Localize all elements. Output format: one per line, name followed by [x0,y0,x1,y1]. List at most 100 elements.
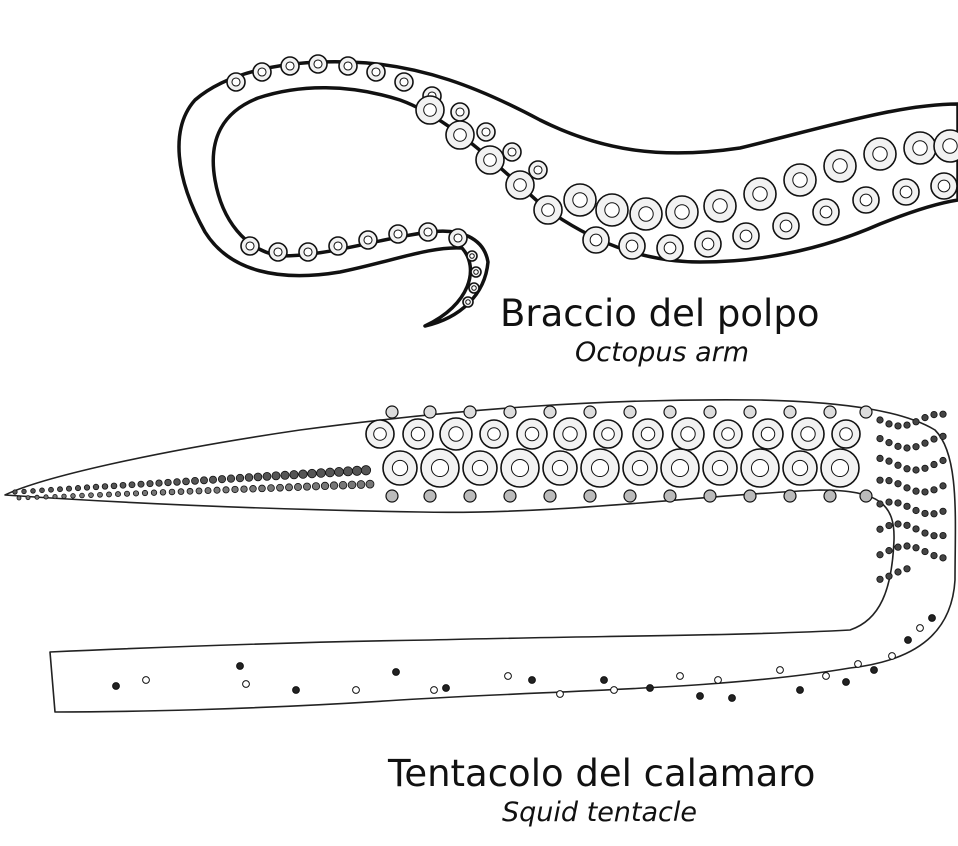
octopus-sucker-center [638,206,654,222]
squid-sucker-small [253,472,263,482]
squid-sucker-large-center [471,459,489,477]
octopus-sucker-center [333,241,343,251]
squid-sucker-small [930,486,938,494]
squid-sucker-small [155,479,163,487]
squid-sucker-small [307,468,317,479]
octopus-arm-illustration [177,54,958,328]
squid-sucker-scatter [928,614,936,622]
squid-sucker-edge [623,405,637,419]
squid-sucker-scatter [442,684,450,692]
squid-sucker-small [168,488,176,496]
octopus-sucker-center [912,140,928,156]
squid-sucker-scatter [842,678,850,686]
squid-sucker-small [912,466,920,474]
squid-sucker-scatter [236,662,244,670]
octopus-sucker-center [257,67,267,77]
squid-sucker-small [101,483,109,490]
octopus-sucker-center [453,128,467,142]
squid-sucker-edge [783,489,797,503]
squid-sucker-edge [623,489,637,503]
octopus-sucker-center [469,253,475,259]
squid-sucker-large-center [601,427,615,441]
squid-sucker-small [97,491,103,498]
squid-sucker-scatter [392,668,400,676]
squid-sucker-scatter [646,684,654,692]
octopus-sucker-center [513,178,527,192]
squid-sucker-small [894,568,902,576]
squid-sucker-small [285,483,293,492]
squid-sucker-small [141,489,149,497]
squid-sucker-large-center [551,459,569,477]
squid-sucker-small [209,475,217,484]
squid-sucker-small [894,461,902,469]
octopus-sucker-center [572,192,588,208]
squid-sucker-edge [503,405,517,419]
squid-sucker-small [231,485,239,494]
squid-sucker-edge [743,489,757,503]
squid-sucker-small [921,509,929,518]
octopus-sucker-center [453,233,463,243]
squid-sucker-large-center [760,426,776,442]
squid-sucker-large-center [590,458,610,478]
octopus-arm-label: Braccio del polpo [500,292,820,335]
squid-sucker-small [316,468,326,478]
squid-sucker-small [57,486,63,493]
squid-sucker-small [258,484,266,493]
octopus-sucker-center [483,153,497,167]
squid-sucker-small [262,472,272,481]
squid-sucker-small [235,473,245,483]
squid-sucker-large-center [410,426,426,442]
squid-sucker-small [885,439,893,447]
squid-sucker-edge [463,489,477,503]
octopus-sucker-center [792,172,808,188]
squid-sucker-small [88,492,94,498]
squid-sucker-large-center [391,459,409,477]
squid-sucker-edge [583,405,597,419]
squid-sucker-small [894,499,902,507]
squid-sucker-scatter [796,686,804,694]
octopus-sucker-center [507,147,517,157]
squid-sucker-small [164,478,172,487]
squid-sucker-edge [823,405,837,419]
squid-sucker-small [921,529,929,537]
octopus-sucker-center [393,229,403,239]
squid-sucker-small [921,414,929,422]
squid-sucker-small [128,481,136,489]
squid-sucker-small [912,506,920,515]
squid-sucker-small [177,488,185,495]
squid-sucker-small [930,551,938,560]
octopus-sucker-center [533,165,543,175]
squid-sucker-small [876,476,884,484]
squid-sucker-small [159,489,167,496]
squid-sucker-small [21,488,27,495]
squid-sucker-edge [663,489,677,503]
squid-sucker-small [885,498,893,506]
squid-sucker-small [885,572,893,580]
squid-sucker-small [66,485,72,492]
octopus-sucker-center [604,202,620,218]
squid-sucker-small [912,443,920,451]
squid-sucker-small [39,487,45,494]
squid-sucker-small [876,416,884,424]
octopus-sucker-center [712,198,728,214]
octopus-sucker-center [942,138,958,154]
squid-sucker-scatter [888,652,896,660]
squid-sucker-small [271,471,281,481]
squid-sucker-small [195,487,203,495]
squid-sucker-scatter [242,680,250,688]
squid-sucker-small [150,489,158,496]
squid-sucker-large-center [711,459,729,477]
squid-sucker-large-center [562,426,578,442]
octopus-sucker-center [872,146,888,162]
squid-sucker-small [894,543,902,551]
squid-sucker-edge [703,405,717,419]
squid-sucker-small [338,480,348,490]
squid-sucker-small [30,488,36,494]
squid-sucker-small [903,484,911,492]
squid-sucker-large-center [830,458,850,478]
squid-sucker-small [876,500,884,508]
squid-sucker-small [921,439,929,447]
squid-sucker-small [302,482,312,491]
squid-sucker-large-center [791,459,809,477]
squid-sucker-large-center [640,426,656,442]
